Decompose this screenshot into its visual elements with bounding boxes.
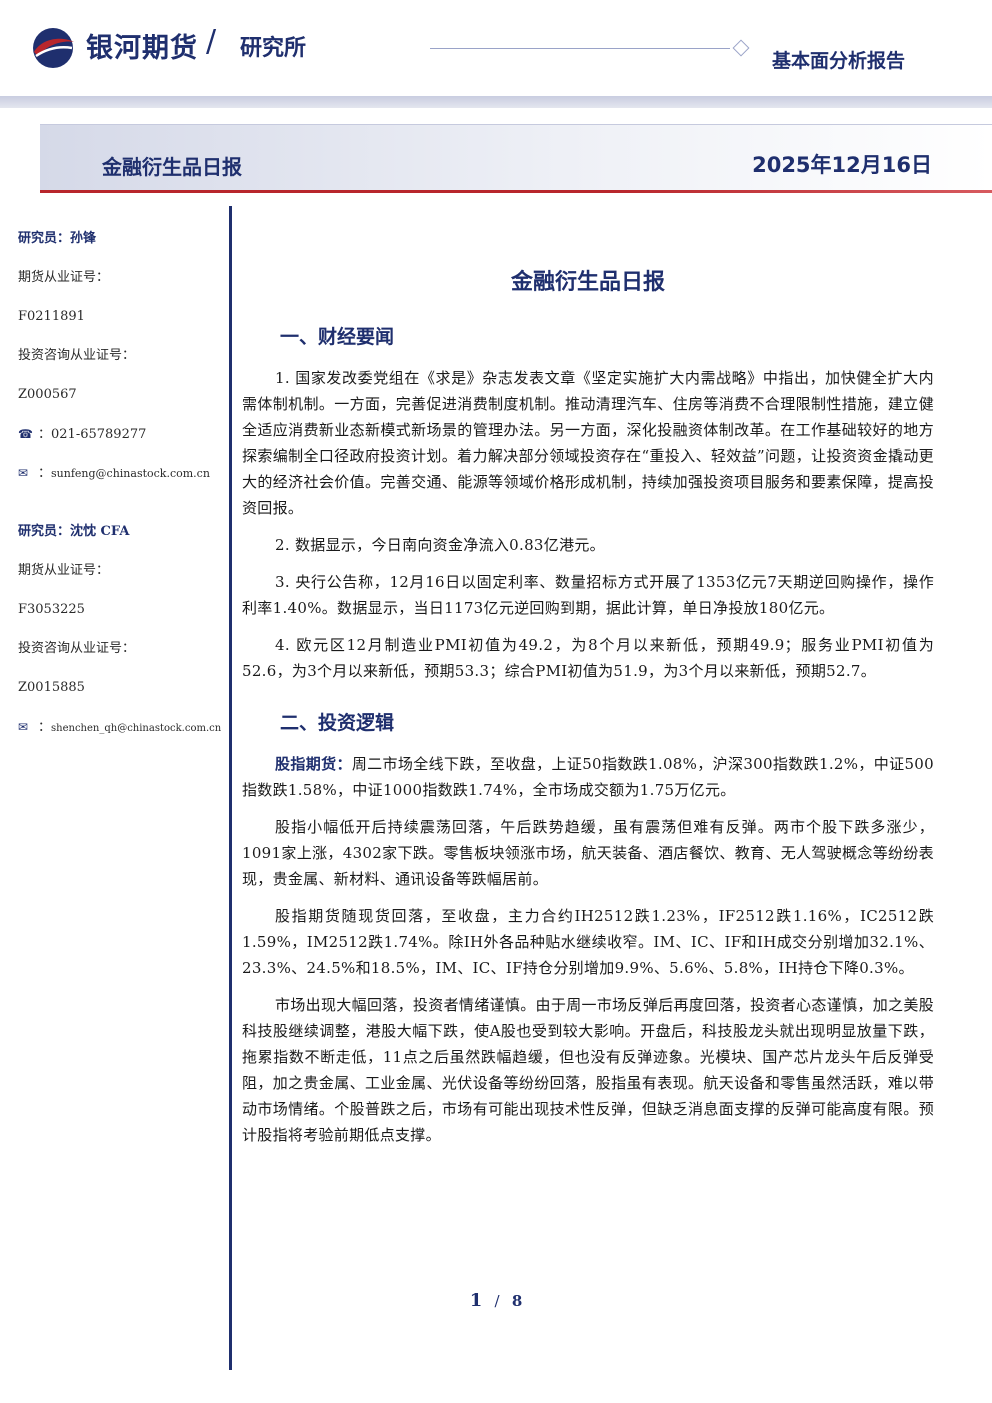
header-decor-diamond [732, 39, 750, 57]
consult-number: Z000567 [18, 387, 77, 402]
report-body: 金融衍生品日报 一、财经要闻 1. 国家发改委党组在《求是》杂志发表文章《坚定实… [242, 258, 934, 1159]
email-row: ✉：sunfeng@chinastock.com.cn [18, 460, 223, 499]
logic-paragraph: 股指期货随现货回落，至收盘，主力合约IH2512跌1.23%，IF2512跌1.… [242, 907, 934, 977]
analyst-sidebar: 研究员：孙锋 期货从业证号： F0211891 投资咨询从业证号： Z00056… [18, 226, 223, 753]
brand-separator: / [206, 24, 217, 59]
consult-label: 投资咨询从业证号： [18, 641, 136, 656]
section-heading-logic: 二、投资逻辑 [280, 712, 395, 734]
phone-icon: ☎ [18, 427, 33, 441]
license-number: F3053225 [18, 602, 85, 617]
page-separator: / [494, 1292, 500, 1310]
phone-row: ☎：021-65789277 [18, 421, 223, 460]
consult-label: 投资咨询从业证号： [18, 348, 136, 363]
page-current: 1 [469, 1290, 483, 1311]
analyst-name: 研究员：沈忱 CFA [18, 524, 130, 539]
header-band [0, 96, 992, 108]
email-address[interactable]: shenchen_qh@chinastock.com.cn [51, 723, 222, 734]
lead-text: 周二市场全线下跌，至收盘，上证50指数跌1.08%，沪深300指数跌1.2%，中… [242, 755, 934, 799]
brand-name: 银河期货 [86, 33, 198, 64]
license-label: 期货从业证号： [18, 563, 110, 578]
email-icon: ✉ [18, 466, 29, 480]
header-decor-line [430, 48, 730, 49]
license-label: 期货从业证号： [18, 270, 110, 285]
consult-number: Z0015885 [18, 680, 85, 695]
analyst-card: 研究员：孙锋 期货从业证号： F0211891 投资咨询从业证号： Z00056… [18, 226, 223, 499]
news-paragraph: 2. 数据显示，今日南向资金净流入0.83亿港元。 [275, 536, 605, 554]
email-address[interactable]: sunfeng@chinastock.com.cn [51, 467, 210, 480]
galaxy-logo-icon [33, 28, 74, 68]
email-icon: ✉ [18, 720, 29, 734]
logic-lead-paragraph: 股指期货：周二市场全线下跌，至收盘，上证50指数跌1.08%，沪深300指数跌1… [242, 751, 934, 803]
sidebar-divider [229, 206, 232, 1370]
email-row: ✉：shenchen_qh@chinastock.com.cn [18, 714, 223, 753]
page-total: 8 [511, 1292, 523, 1310]
page-number: 1 / 8 [0, 1290, 992, 1311]
report-type: 基本面分析报告 [772, 50, 906, 72]
lead-label: 股指期货： [275, 755, 352, 773]
report-date: 2025年12月16日 [752, 153, 932, 177]
logic-paragraph: 市场出现大幅回落，投资者情绪谨慎。由于周一市场反弹后再度回落，投资者心态谨慎，加… [242, 996, 934, 1144]
news-paragraph: 3. 央行公告称，12月16日以固定利率、数量招标方式开展了1353亿元7天期逆… [242, 573, 934, 617]
sidebar-spacer [18, 499, 223, 519]
analyst-card: 研究员：沈忱 CFA 期货从业证号： F3053225 投资咨询从业证号： Z0… [18, 519, 223, 753]
document-title: 金融衍生品日报 [510, 270, 665, 295]
brand-subtitle: 研究所 [240, 36, 307, 61]
analyst-name: 研究员：孙锋 [18, 231, 97, 246]
banner-underline [40, 190, 992, 193]
news-paragraph: 4. 欧元区12月制造业PMI初值为49.2，为8个月以来新低，预期49.9；服… [242, 636, 934, 680]
banner-title: 金融衍生品日报 [102, 155, 242, 179]
section-heading-news: 一、财经要闻 [280, 326, 395, 348]
news-paragraph: 1. 国家发改委党组在《求是》杂志发表文章《坚定实施扩大内需战略》中指出，加快健… [242, 369, 934, 517]
license-number: F0211891 [18, 309, 85, 324]
phone-number: 021-65789277 [51, 427, 147, 442]
title-banner: 金融衍生品日报 2025年12月16日 [40, 124, 992, 193]
logic-paragraph: 股指小幅低开后持续震荡回落，午后跌势趋缓，虽有震荡但难有反弹。两市个股下跌多涨少… [242, 818, 934, 888]
top-header: 银河期货 / 研究所 基本面分析报告 [0, 0, 992, 110]
